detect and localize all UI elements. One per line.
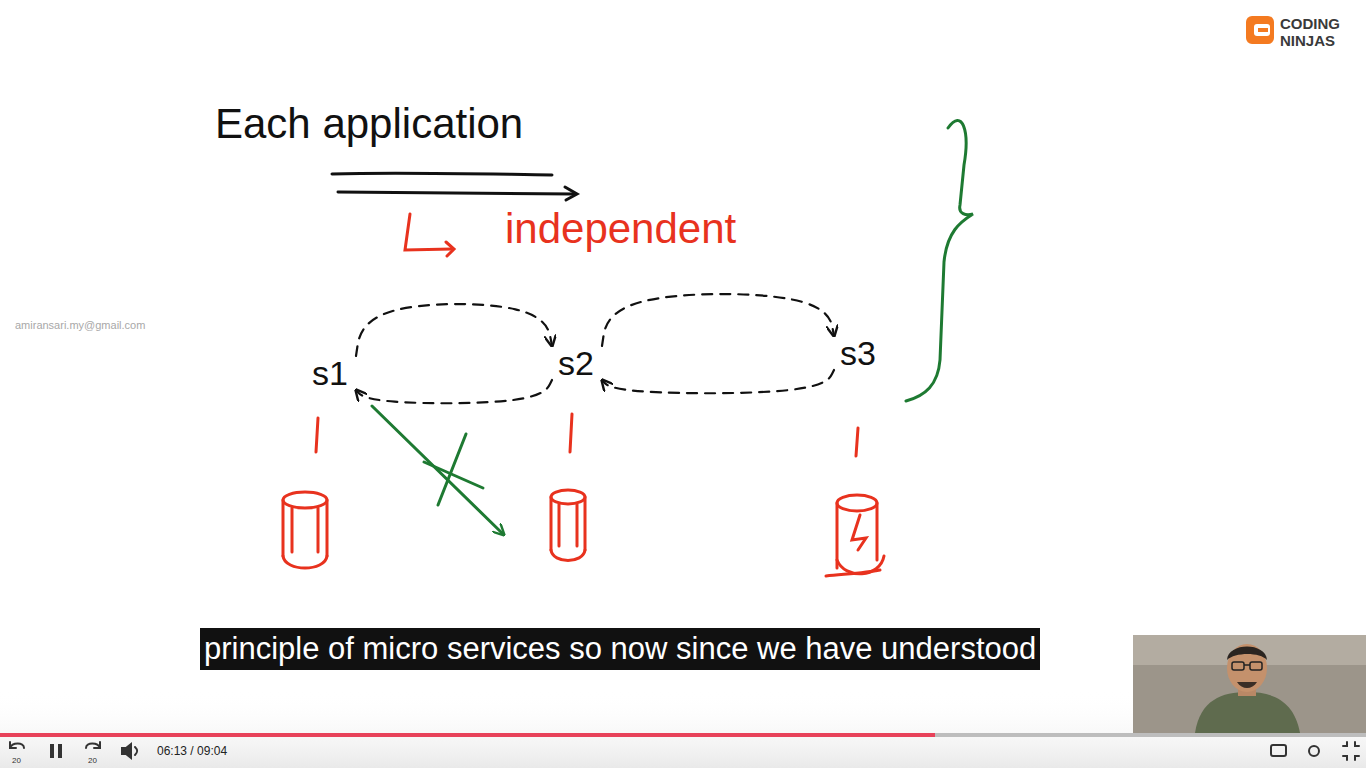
logo-icon	[1246, 16, 1274, 44]
logo-icon	[1254, 24, 1270, 36]
database-symbol	[551, 490, 585, 504]
progress-played	[0, 733, 935, 737]
progress-track	[0, 733, 1366, 737]
database-symbol	[283, 500, 327, 556]
watermark: amiransari.my@gmail.com	[15, 319, 145, 331]
control-icon	[135, 747, 137, 755]
hook-arrow	[405, 214, 452, 250]
title-underline	[332, 173, 552, 175]
service-node: s2	[552, 340, 602, 390]
control-icon	[1343, 742, 1359, 760]
database-symbol	[559, 504, 577, 546]
database-symbol	[283, 490, 884, 576]
subtitle-caption: principle of micro services so now since…	[200, 628, 1040, 670]
database-symbol	[283, 492, 327, 508]
service-name: s3	[840, 334, 878, 373]
logo-icon	[1258, 28, 1268, 32]
webcam-view	[1244, 664, 1250, 666]
time-display: 06:13 / 09:04	[157, 744, 227, 758]
dashed-arc	[602, 370, 834, 393]
service-node: s1	[306, 350, 356, 400]
dashed-arc	[356, 304, 552, 356]
webcam-view	[1232, 662, 1262, 670]
database-symbol	[292, 508, 318, 552]
control-icon	[122, 744, 131, 758]
service-node: s3	[834, 330, 884, 380]
hook-arrow	[405, 214, 454, 256]
pause-icon	[50, 744, 62, 758]
pause-icon	[58, 744, 62, 758]
webcam-view	[1227, 647, 1267, 661]
title-underline	[332, 173, 577, 200]
forbidden-arrow	[372, 406, 503, 534]
logo-text: CODING NINJAS	[1280, 15, 1352, 49]
database-symbol	[837, 503, 877, 568]
webcam-view	[1250, 662, 1262, 670]
control-icon	[94, 742, 100, 748]
forbidden-arrow	[372, 406, 503, 534]
database-symbol	[837, 495, 877, 511]
control-icon	[1309, 746, 1319, 756]
dashed-arc	[602, 294, 834, 346]
logo-icon	[1246, 16, 1274, 44]
database-symbol	[551, 497, 585, 550]
skip-seconds: 20	[88, 756, 97, 765]
database-symbol	[826, 570, 880, 576]
forbidden-arrow	[424, 462, 483, 488]
curly-brace	[906, 120, 973, 401]
dashed-connector	[602, 294, 834, 393]
database-symbol	[283, 556, 327, 568]
link-line	[316, 418, 318, 452]
handwritten-title: Each application	[215, 100, 523, 148]
webcam-view	[1227, 644, 1267, 692]
service-name: s2	[558, 344, 596, 383]
webcam-view	[1232, 662, 1244, 670]
database-symbol	[852, 515, 866, 550]
dashed-arc	[356, 380, 552, 403]
webcam-view	[1237, 682, 1257, 688]
skip-seconds: 20	[12, 756, 21, 765]
webcam-view	[1195, 692, 1300, 733]
pause-icon	[50, 744, 54, 758]
database-symbol	[551, 550, 585, 561]
hook-arrow	[446, 242, 454, 256]
control-icon	[10, 742, 1359, 760]
dashed-connector	[356, 304, 552, 403]
handwritten-note: independent	[505, 205, 736, 253]
control-icon	[1271, 745, 1286, 756]
link-line	[856, 428, 858, 456]
link-line	[316, 414, 858, 456]
title-underline	[338, 192, 574, 194]
webcam-view	[1133, 635, 1366, 733]
control-icon	[10, 742, 16, 748]
webcam-view	[1133, 635, 1366, 733]
title-underline	[565, 187, 577, 200]
link-line	[570, 414, 572, 452]
service-name: s1	[312, 354, 350, 393]
